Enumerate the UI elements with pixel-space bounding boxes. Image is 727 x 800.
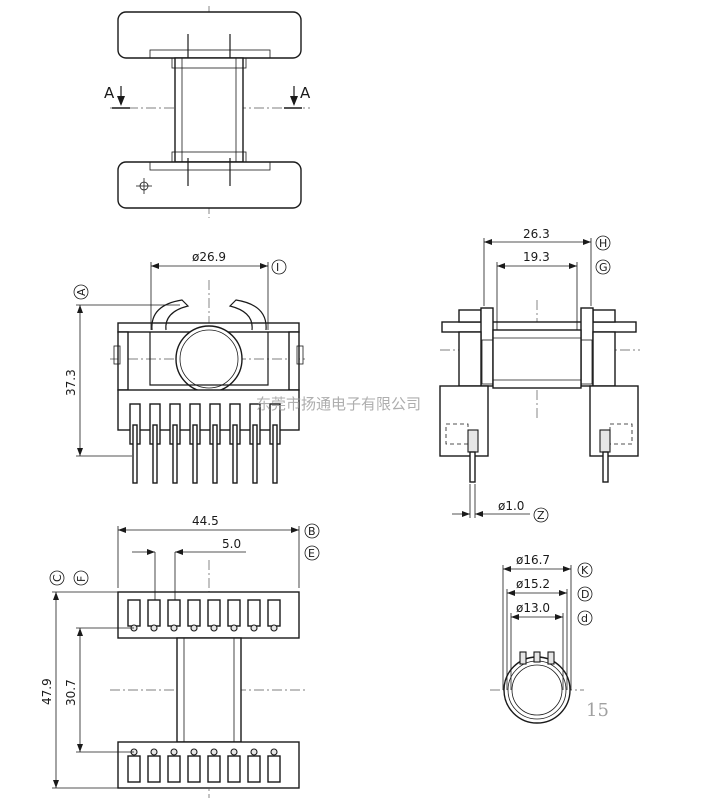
dimension-height-a: 37.3 A [64, 284, 180, 457]
bubble-c: C [51, 574, 64, 582]
front-pins [132, 424, 278, 484]
diameter-i-value: ø26.9 [192, 250, 226, 264]
bubble-e: E [308, 547, 315, 560]
width-h-value: 26.3 [523, 227, 550, 241]
dimension-pitch-e: 5.0 E [132, 537, 320, 600]
company-watermark: 东莞市扬通电子有限公司 [256, 395, 421, 413]
pitch-e-value: 5.0 [222, 537, 241, 551]
bubble-d-lower: d [581, 612, 588, 625]
core-section-ribs [519, 651, 555, 665]
dimension-length-c: 47.9 C [40, 570, 118, 789]
dimension-width-b: 44.5 B [117, 514, 320, 588]
bubble-z: Z [537, 509, 545, 522]
bottom-upper-pins [130, 624, 278, 632]
bubble-g: G [599, 261, 608, 274]
section-mark-right: A [284, 84, 311, 109]
side-view: 26.3 H 19.3 G ø1.0 Z [439, 227, 640, 523]
bottom-view: 44.5 B 5.0 E 47.9 C [40, 514, 320, 798]
dimension-diameter-i: ø26.9 I [150, 250, 287, 330]
dimension-pin-z: ø1.0 Z [452, 484, 549, 523]
diameter-d-lower-value: ø13.0 [516, 601, 550, 615]
page-number: 15 [586, 700, 609, 721]
diameter-k-value: ø16.7 [516, 553, 550, 567]
bubble-i: I [276, 261, 279, 274]
section-mark-left: A [104, 84, 130, 109]
dimension-diameter-d-lower: ø13.0 d [510, 601, 593, 690]
front-view: ø26.9 I 37.3 A [64, 250, 308, 484]
length-f-value: 30.7 [64, 679, 78, 706]
bubble-d-upper: D [581, 588, 589, 601]
bottom-upper-slots [127, 599, 281, 627]
section-label-left: A [104, 84, 115, 102]
core-section-view: ø16.7 K ø15.2 D ø13.0 d [490, 553, 593, 726]
length-c-value: 47.9 [40, 678, 54, 705]
diameter-d-upper-value: ø15.2 [516, 577, 550, 591]
width-b-value: 44.5 [192, 514, 219, 528]
dimension-width-h: 26.3 H [483, 227, 611, 306]
bubble-k: K [581, 564, 589, 577]
bubble-f: F [75, 576, 88, 582]
pin-z-value: ø1.0 [498, 499, 524, 513]
dimension-diameter-k: ø16.7 K [502, 553, 593, 690]
bubble-b: B [308, 525, 316, 538]
top-view: A A [104, 6, 311, 218]
section-label-right: A [300, 84, 311, 102]
bottom-lower-slots [127, 755, 281, 783]
height-a-value: 37.3 [64, 369, 78, 396]
bubble-h: H [599, 237, 607, 250]
dimension-length-f: 30.7 F [64, 570, 134, 753]
dimension-diameter-d-upper: ø15.2 D [506, 577, 593, 690]
dimension-width-g: 19.3 G [496, 250, 611, 330]
width-g-value: 19.3 [523, 250, 550, 264]
bottom-lower-pins [130, 748, 278, 756]
bubble-a: A [75, 288, 88, 296]
